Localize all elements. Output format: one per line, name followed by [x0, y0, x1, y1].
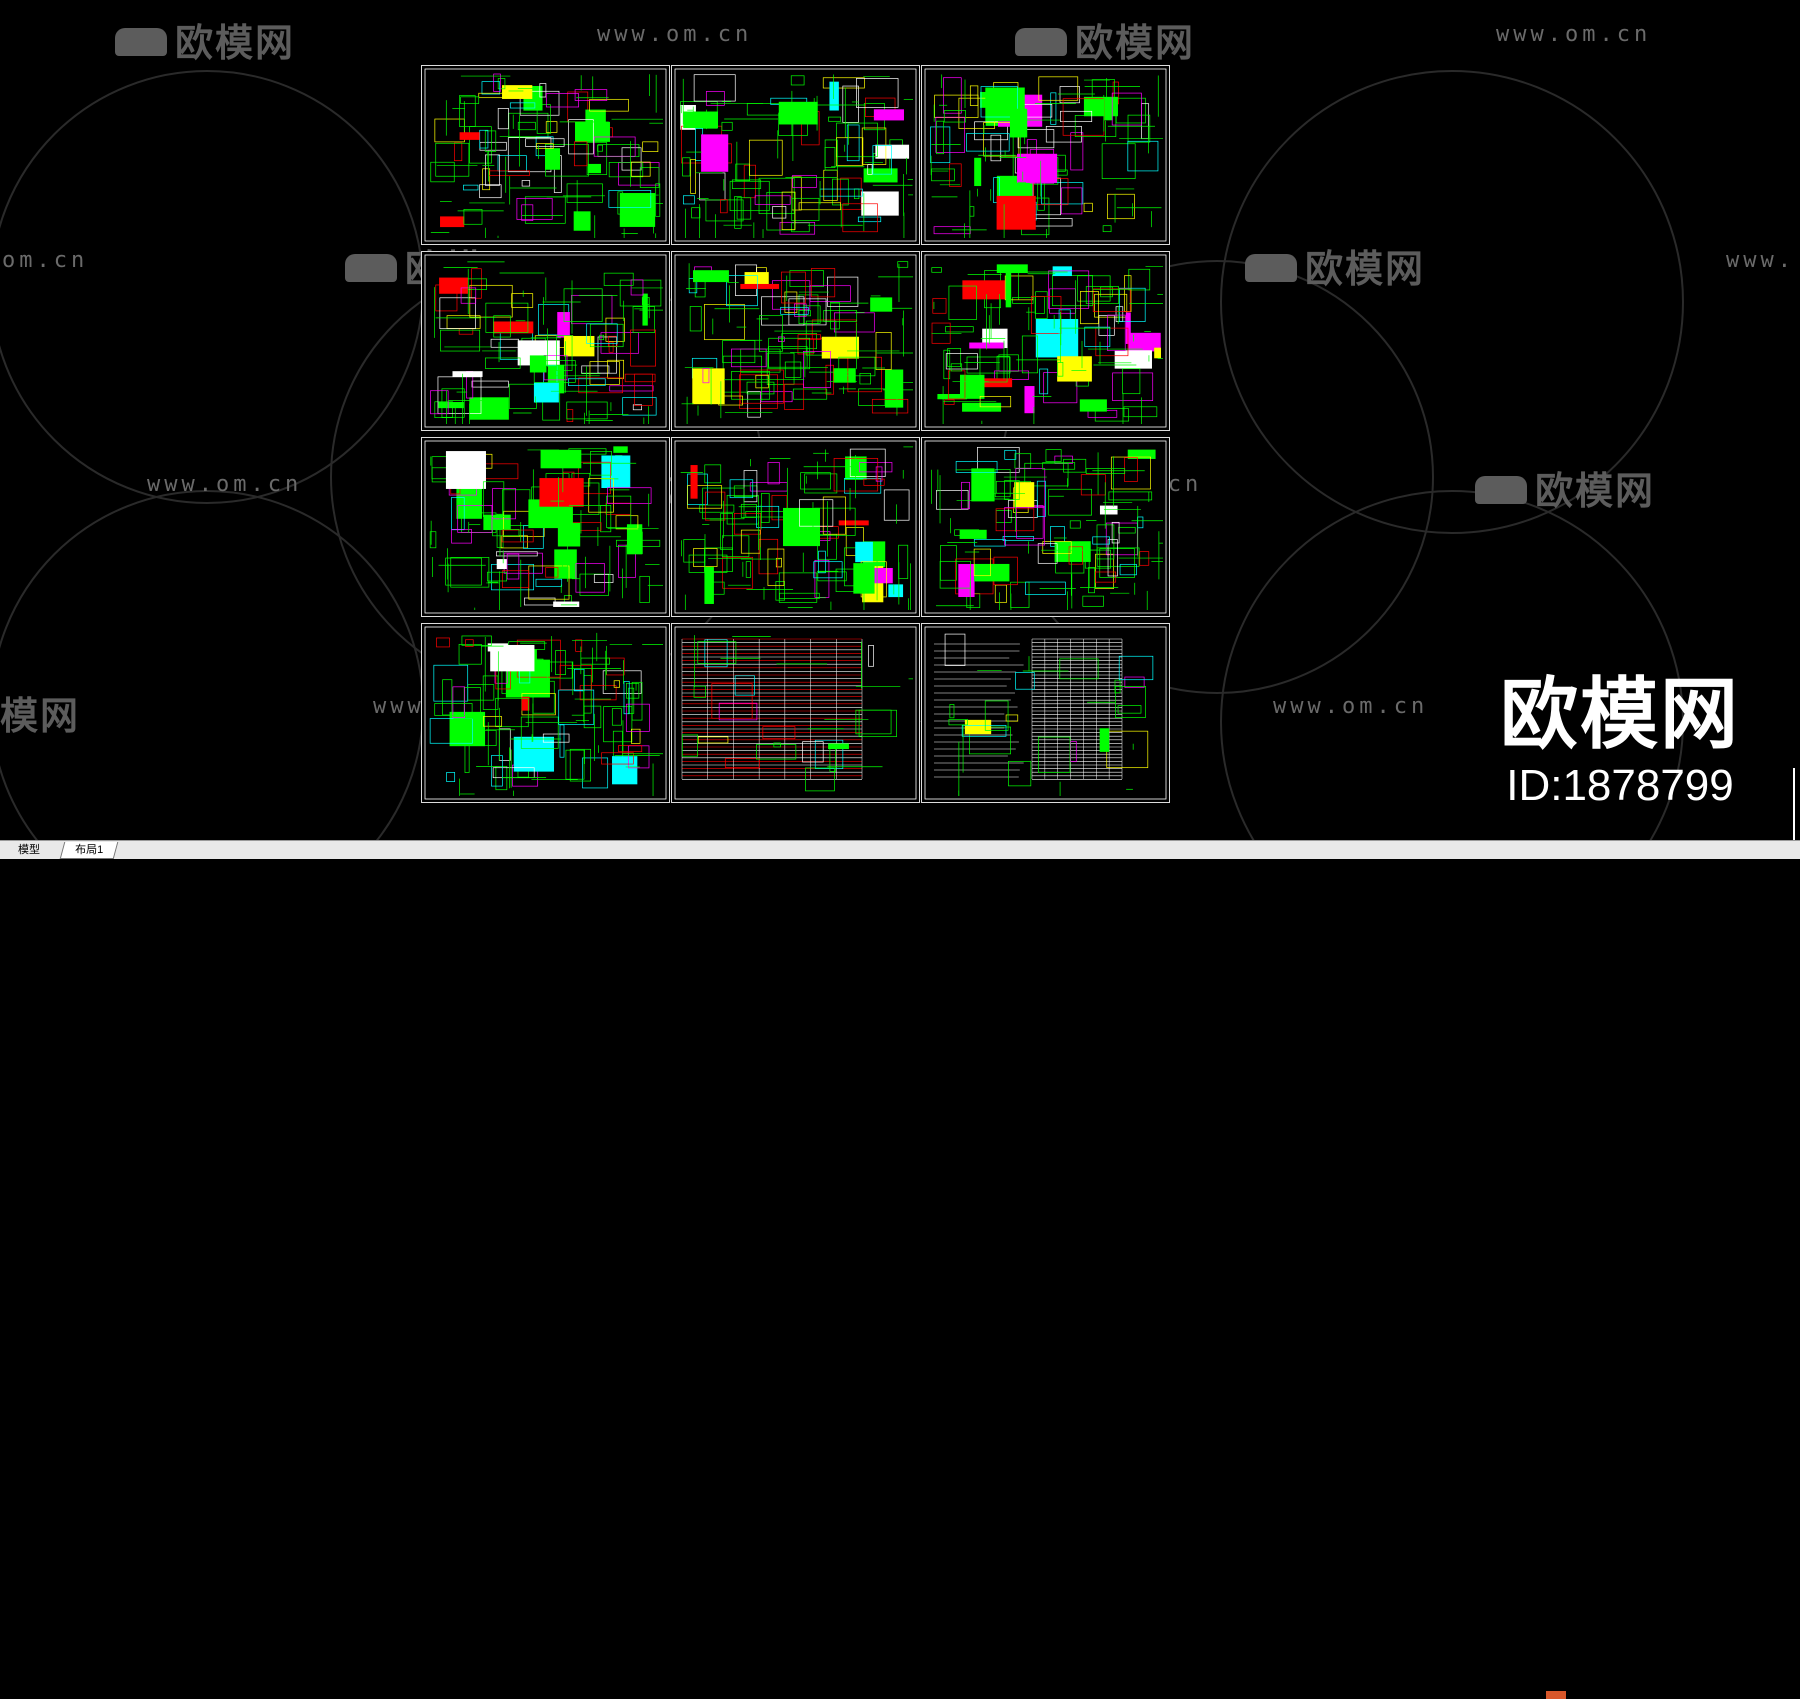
sheet-drawing: [424, 440, 667, 614]
drawing-sheet[interactable]: [421, 251, 670, 431]
drawing-sheet[interactable]: [671, 251, 920, 431]
drawing-sheet[interactable]: [921, 65, 1170, 245]
watermark-brand: 欧模网: [1245, 238, 1425, 293]
sofa-logo-icon: [1245, 253, 1297, 282]
sheet-drawing: [674, 68, 917, 242]
sheet-drawing: [924, 626, 1167, 800]
sofa-logo-icon: [115, 27, 167, 56]
tab-layout1-label: 布局1: [75, 844, 104, 856]
stamp-id: ID:1878799: [1506, 761, 1734, 810]
sheet-drawing: [424, 68, 667, 242]
drawing-sheet[interactable]: [671, 65, 920, 245]
id-stamp: 欧模网 ID:1878799: [1500, 676, 1740, 808]
sheet-drawing: [924, 68, 1167, 242]
drawing-sheet[interactable]: [421, 623, 670, 803]
sheet-drawing: [924, 254, 1167, 428]
sheet-drawing: [424, 626, 667, 800]
watermark-brand: 欧模网: [115, 12, 295, 67]
watermark-url: om.cn: [2, 248, 89, 273]
watermark-brand: 欧模网: [1475, 460, 1655, 515]
tab-layout1[interactable]: 布局1: [59, 842, 119, 859]
tab-model-label: 模型: [18, 844, 40, 856]
sofa-logo-icon: [1015, 27, 1067, 56]
sheet-drawing: [674, 254, 917, 428]
watermark-url: www.om.cn: [597, 22, 753, 47]
drawing-sheet[interactable]: [921, 251, 1170, 431]
sofa-logo-icon: [1475, 475, 1527, 504]
sheet-drawing: [674, 626, 917, 800]
watermark-brand: 欧模网: [1015, 12, 1195, 67]
sheet-drawing: [924, 440, 1167, 614]
watermark-url: www.om.cn: [1496, 22, 1652, 47]
drawing-sheet[interactable]: [421, 65, 670, 245]
watermark-brand: 欧模网: [0, 694, 81, 738]
layout-tab-bar: 模型 布局1: [0, 840, 1800, 1699]
drawing-sheet[interactable]: [921, 623, 1170, 803]
drawing-sheet[interactable]: [421, 437, 670, 617]
watermark-url: www.om.cn: [1273, 694, 1429, 719]
sofa-logo-icon: [345, 253, 397, 282]
watermark-url: www.om.cn: [147, 472, 303, 497]
drawing-sheet[interactable]: [671, 437, 920, 617]
scrollbar-marker: [1793, 768, 1795, 840]
model-space-viewport[interactable]: 欧模网 欧模网 欧模网 欧模网 欧模网 欧模网 欧模网 欧模网 www.om.c…: [0, 0, 1800, 840]
drawing-sheet[interactable]: [671, 623, 920, 803]
drawing-sheet[interactable]: [921, 437, 1170, 617]
watermark-url: www.: [1726, 248, 1795, 273]
status-icon: [1546, 1691, 1566, 1699]
sheet-drawing: [674, 440, 917, 614]
tab-model[interactable]: 模型: [6, 842, 52, 858]
stamp-logo: 欧模网: [1499, 670, 1740, 760]
sheet-drawing: [424, 254, 667, 428]
